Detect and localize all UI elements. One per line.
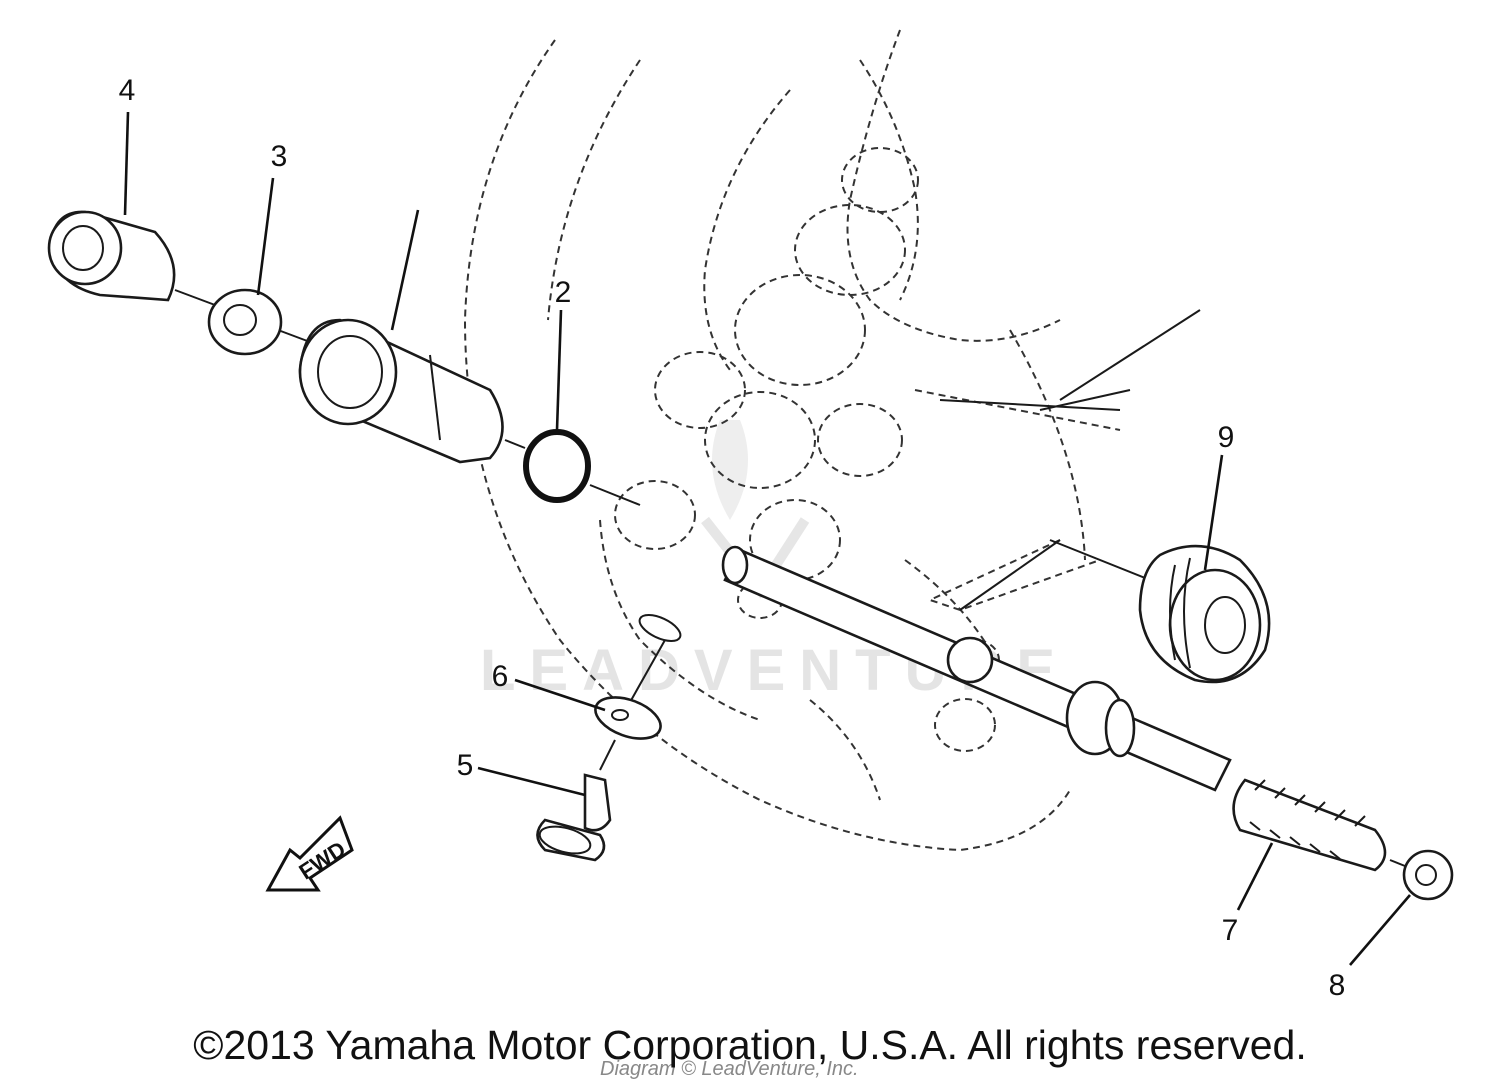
part-2-o-ring [523, 429, 591, 503]
part-3-washer [207, 288, 283, 356]
callout-5: 5 [457, 749, 474, 782]
part-5-bolt [536, 773, 612, 862]
part-9-plug [1138, 544, 1271, 684]
callout-3: 3 [271, 140, 288, 173]
construction-lines [939, 309, 1201, 611]
fwd-arrow-icon: FWD [265, 815, 354, 892]
part-1-sleeve [298, 318, 504, 464]
callout-6: 6 [492, 660, 509, 693]
callout-4: 4 [119, 74, 136, 107]
watermark: LEADVENTURE Diagram © LeadVenture, Inc. [480, 420, 1055, 1080]
part-7-gear [1232, 778, 1387, 872]
part-8-washer [1402, 849, 1454, 901]
callout-9: 9 [1218, 421, 1235, 454]
callout-8: 8 [1329, 969, 1346, 1002]
callouts: 2 3 4 5 6 7 8 9 [119, 74, 1346, 1002]
crankcase-outline [463, 29, 1121, 852]
callout-7: 7 [1222, 914, 1239, 947]
watermark-subtext: Diagram © LeadVenture, Inc. [600, 1058, 859, 1080]
callout-2: 2 [555, 276, 572, 309]
copyright-notice: ©2013 Yamaha Motor Corporation, U.S.A. A… [193, 1022, 1307, 1068]
part-4-cap [47, 210, 176, 302]
shaft-assembly [721, 545, 1232, 792]
leader-lines [123, 111, 1411, 966]
